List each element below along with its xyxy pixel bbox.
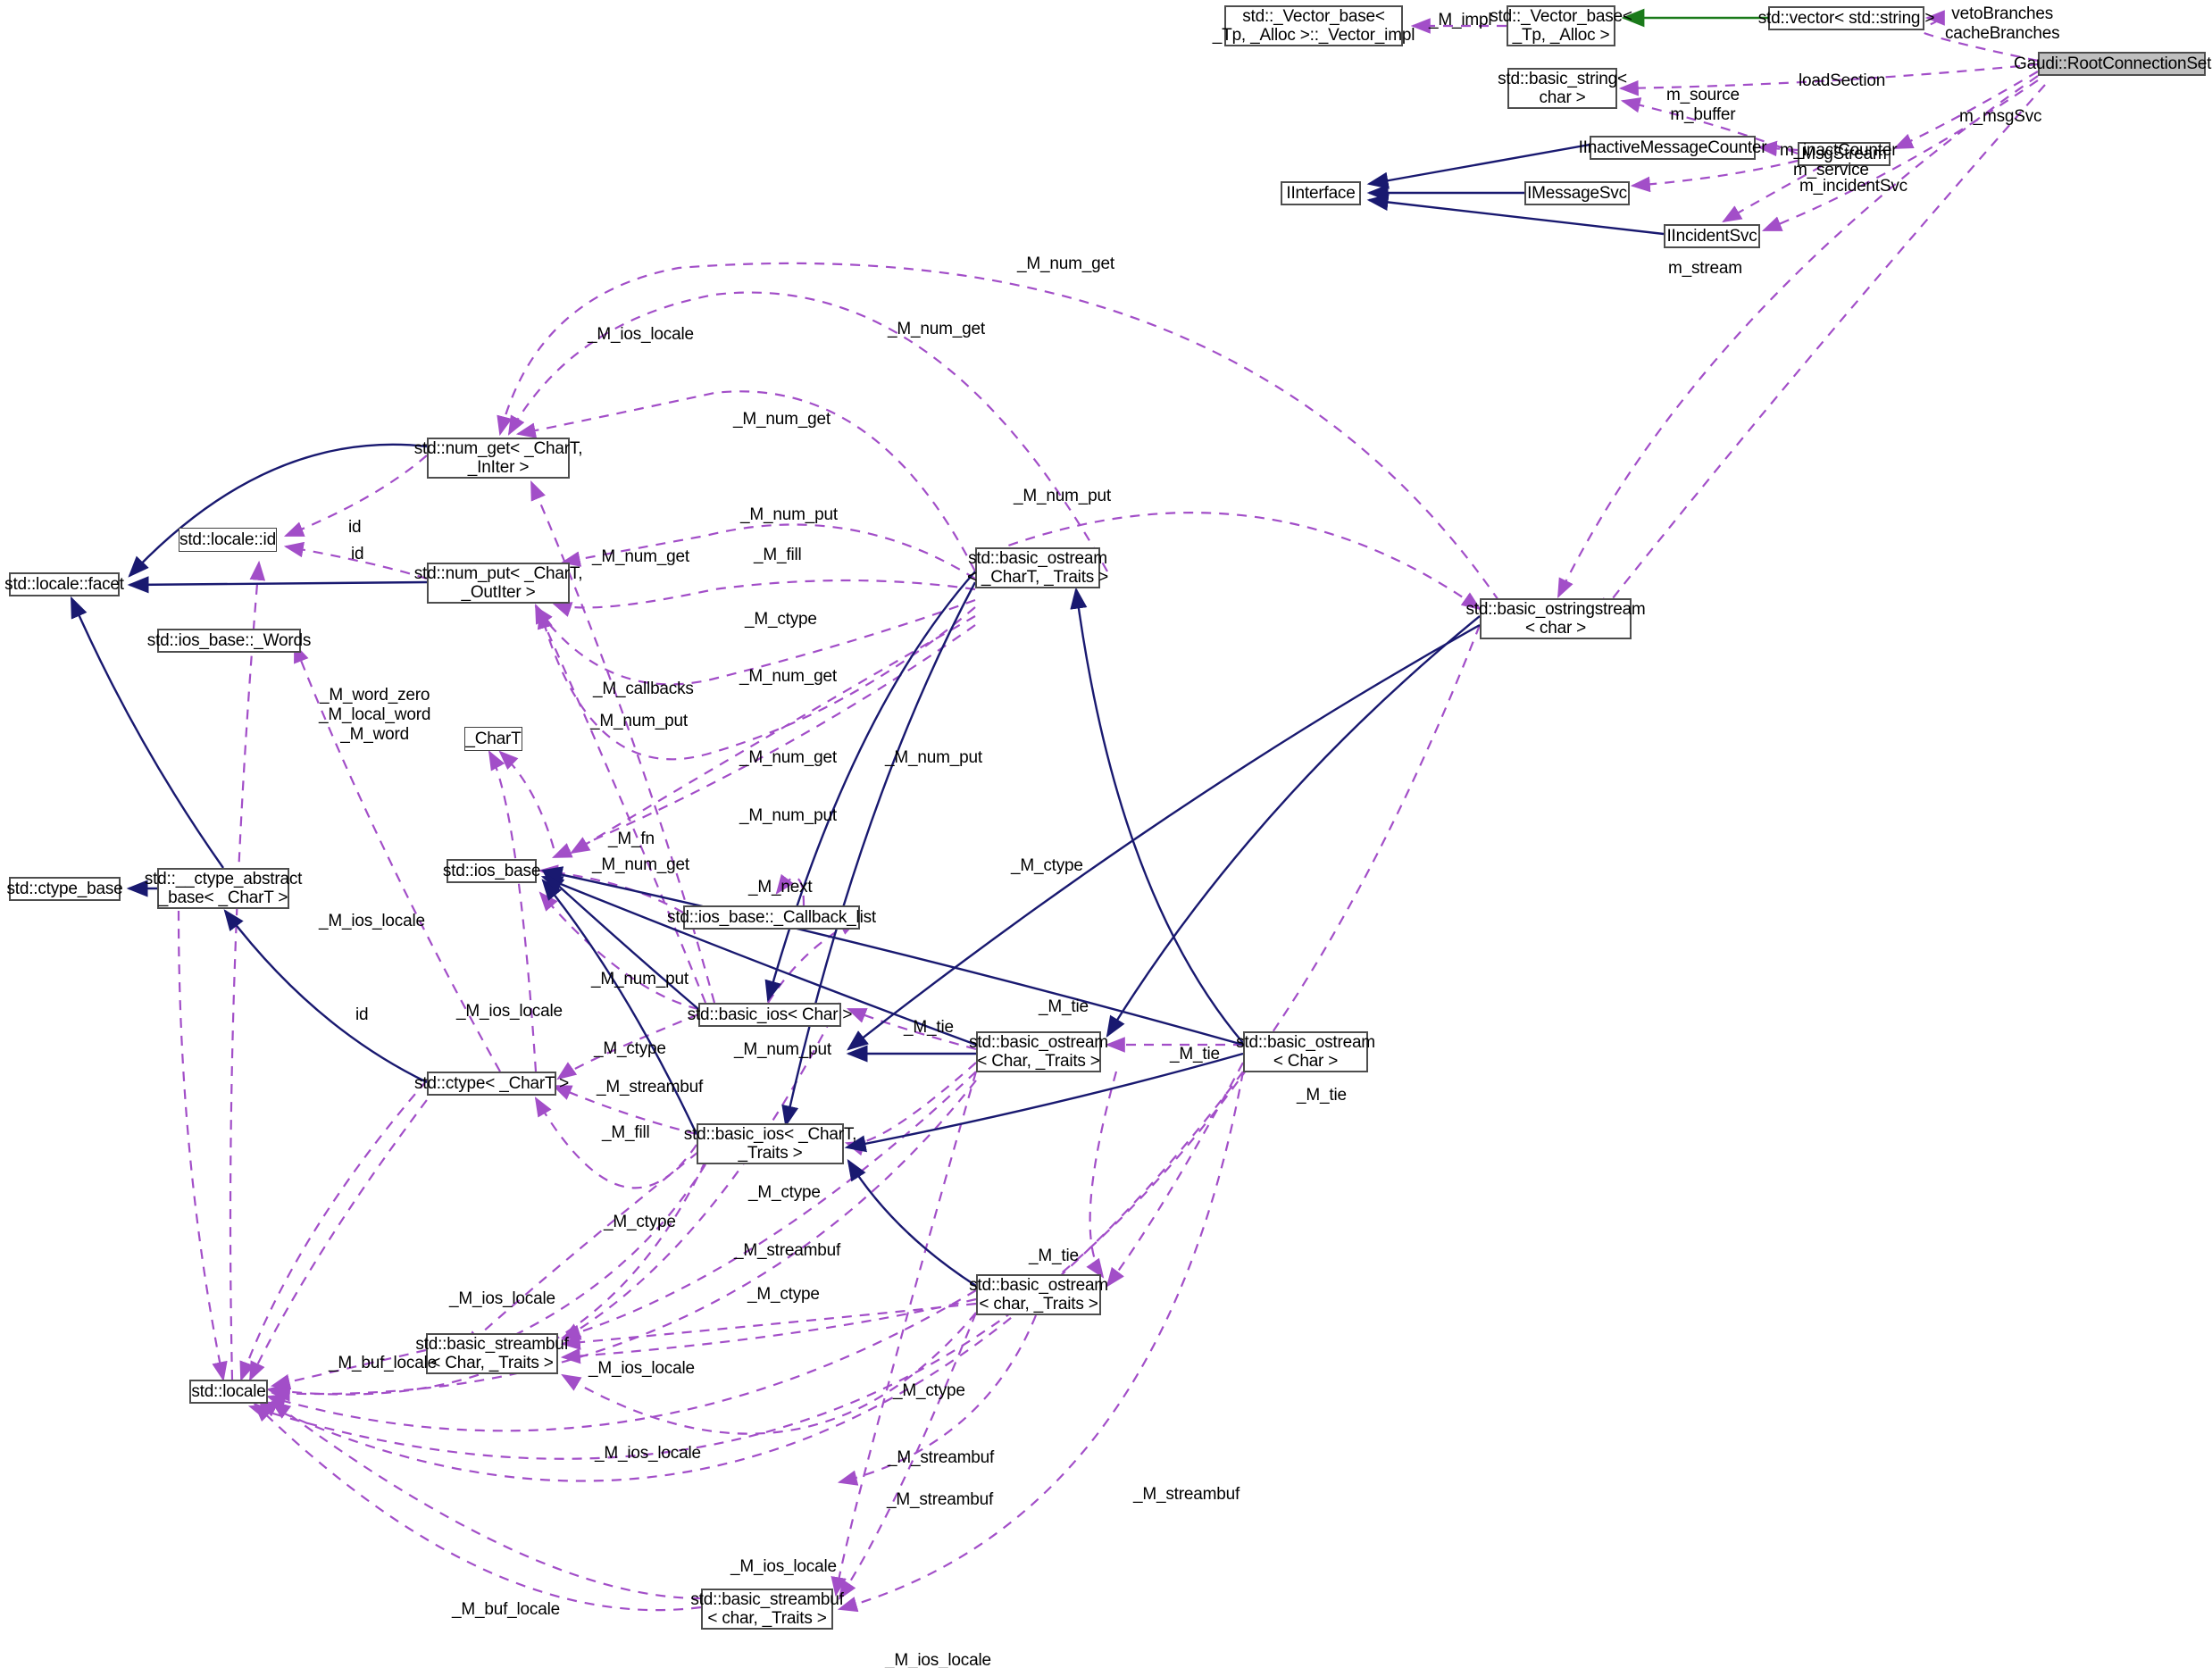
edge-label: _M_num_get (592, 855, 689, 874)
class-node-ctype_abstract[interactable]: std::__ctype_abstract _base< _CharT > (144, 868, 303, 909)
edge-label: _M_ios_locale (588, 1359, 695, 1378)
class-node-basic_ios_char[interactable]: std::basic_ios< Char > (688, 1003, 853, 1027)
edge-label: _M_tie (1029, 1247, 1079, 1265)
edge-label: _M_ios_locale (456, 1002, 563, 1021)
class-node-num_put[interactable]: std::num_put< _CharT, _OutIter > (413, 563, 583, 604)
class-node-iinterface[interactable]: IInterface (1281, 181, 1361, 205)
class-node-chart_node[interactable]: _CharT (464, 727, 522, 751)
class-node-imessagesvc[interactable]: IMessageSvc (1524, 181, 1630, 205)
edge-label: _M_streambuf (888, 1448, 995, 1467)
edge-label: _M_ctype (604, 1213, 676, 1231)
edge-label: _M_ios_locale (885, 1651, 991, 1668)
class-node-vector_base[interactable]: std::_Vector_base< _Tp, _Alloc > (1490, 5, 1632, 46)
edge-label: _M_streambuf (1133, 1485, 1240, 1504)
edge-label: _M_streambuf (734, 1241, 841, 1260)
class-node-locale_facet[interactable]: std::locale::facet (4, 572, 124, 596)
edge-label: _M_ctype (1011, 856, 1083, 875)
edge-label: _M_impl (1429, 11, 1492, 29)
class-node-ostream_chart_traits[interactable]: std::basic_ostream < _CharT, _Traits > (966, 547, 1109, 588)
edge-label: _M_num_put (739, 806, 837, 825)
class-node-iincidentsvc[interactable]: IIncidentSvc (1664, 224, 1760, 248)
edge-label: _M_fill (602, 1123, 650, 1142)
edge-label: _M_num_put (885, 748, 982, 767)
class-node-iinactive[interactable]: IInactiveMessageCounter (1579, 136, 1767, 160)
edge-label: _M_ctype (745, 610, 817, 629)
edge-label: _M_num_put (591, 970, 689, 988)
class-node-ostringstream[interactable]: std::basic_ostringstream < char > (1465, 598, 1646, 639)
edge-label: m_inactCounter (1780, 141, 1898, 160)
edge-label: _M_streambuf (597, 1078, 704, 1097)
class-node-ctype_chart[interactable]: std::ctype< _CharT > (414, 1072, 569, 1096)
edge-label: _M_ctype (748, 1183, 821, 1202)
edge-label: id (355, 1005, 369, 1024)
edge-label: _M_streambuf (887, 1490, 994, 1509)
class-node-streambuf_char[interactable]: std::basic_streambuf < char, _Traits > (690, 1589, 844, 1630)
class-node-locale_id[interactable]: std::locale::id (179, 528, 277, 552)
edge-label: _M_ios_locale (588, 325, 694, 344)
edge-label: _M_ios_locale (595, 1444, 701, 1463)
edge-label: m_msgSvc (1959, 107, 2042, 126)
edge-label: _M_ios_locale (449, 1289, 555, 1308)
edge-label: _M_ctype (747, 1285, 820, 1304)
edge-label: _M_num_put (734, 1040, 831, 1059)
edge-label: _M_num_put (1014, 487, 1111, 505)
edge-label: vetoBranches cacheBranches (1945, 4, 2060, 43)
class-node-ios_base[interactable]: std::ios_base (443, 859, 540, 883)
edge-label: _M_tie (1297, 1086, 1347, 1105)
edge-label: _M_ios_locale (730, 1557, 837, 1576)
class-node-root_conn_setup[interactable]: Gaudi::RootConnectionSetup (2014, 52, 2212, 76)
edge-label: _M_tie (904, 1018, 954, 1037)
class-node-ostream_char_traits[interactable]: std::basic_ostream < char, _Traits > (969, 1274, 1108, 1315)
class-node-locale[interactable]: std::locale (189, 1380, 268, 1404)
edge-label: _M_fill (754, 546, 802, 564)
edge-label: _M_ctype (893, 1381, 965, 1400)
class-node-vector_base_impl[interactable]: std::_Vector_base< _Tp, _Alloc >::_Vecto… (1212, 5, 1415, 46)
edge-label: id (348, 518, 362, 537)
class-node-callback_list[interactable]: std::ios_base::_Callback_list (667, 905, 876, 930)
edge-label: m_incidentSvc (1799, 177, 1907, 196)
edge-label: _M_num_get (739, 667, 837, 686)
class-node-ios_words[interactable]: std::ios_base::_Words (147, 629, 311, 653)
edge-label: _M_num_get (1017, 254, 1114, 273)
class-node-basic_ios_chart[interactable]: std::basic_ios< _CharT, _Traits > (683, 1123, 857, 1164)
edge-label: _M_num_get (888, 320, 985, 338)
class-node-num_get[interactable]: std::num_get< _CharT, _InIter > (413, 438, 583, 479)
edge-label: _M_buf_locale (329, 1354, 437, 1372)
class-node-basic_string[interactable]: std::basic_string< char > (1498, 68, 1627, 109)
edge-label: _M_num_put (740, 505, 838, 524)
edge-label: _M_tie (1170, 1045, 1220, 1063)
class-node-ctype_base[interactable]: std::ctype_base (6, 877, 123, 901)
edge-label: _M_num_get (733, 410, 831, 429)
class-node-ostream_char_cap[interactable]: std::basic_ostream < Char > (1236, 1031, 1375, 1072)
edge-label: loadSection (1799, 71, 1886, 90)
class-node-vector_string[interactable]: std::vector< std::string > (1758, 6, 1934, 30)
edge-label: _M_num_put (590, 712, 688, 730)
edge-label: _M_num_get (739, 748, 837, 767)
edge-label: m_source m_buffer (1666, 86, 1740, 124)
edge-label: _M_fn (608, 830, 655, 848)
edge-label: _M_callbacks (593, 680, 694, 698)
edge-label: _M_num_get (592, 547, 689, 566)
edge-label: _M_ctype (594, 1039, 666, 1058)
class-node-ostream_char_traits_cap[interactable]: std::basic_ostream < Char, _Traits > (969, 1031, 1108, 1072)
edge-label: _M_word_zero _M_local_word _M_word (319, 686, 431, 744)
edge-label: _M_tie (1039, 997, 1089, 1016)
edge-label: _M_ios_locale (319, 912, 425, 930)
edge-label: _M_buf_locale (452, 1600, 560, 1619)
class-node-streambuf_Char[interactable]: std::basic_streambuf < Char, _Traits > (415, 1333, 569, 1374)
edge-label: _M_next (748, 878, 813, 897)
edge-label: id (351, 545, 364, 563)
edge-label: m_stream (1668, 259, 1742, 278)
